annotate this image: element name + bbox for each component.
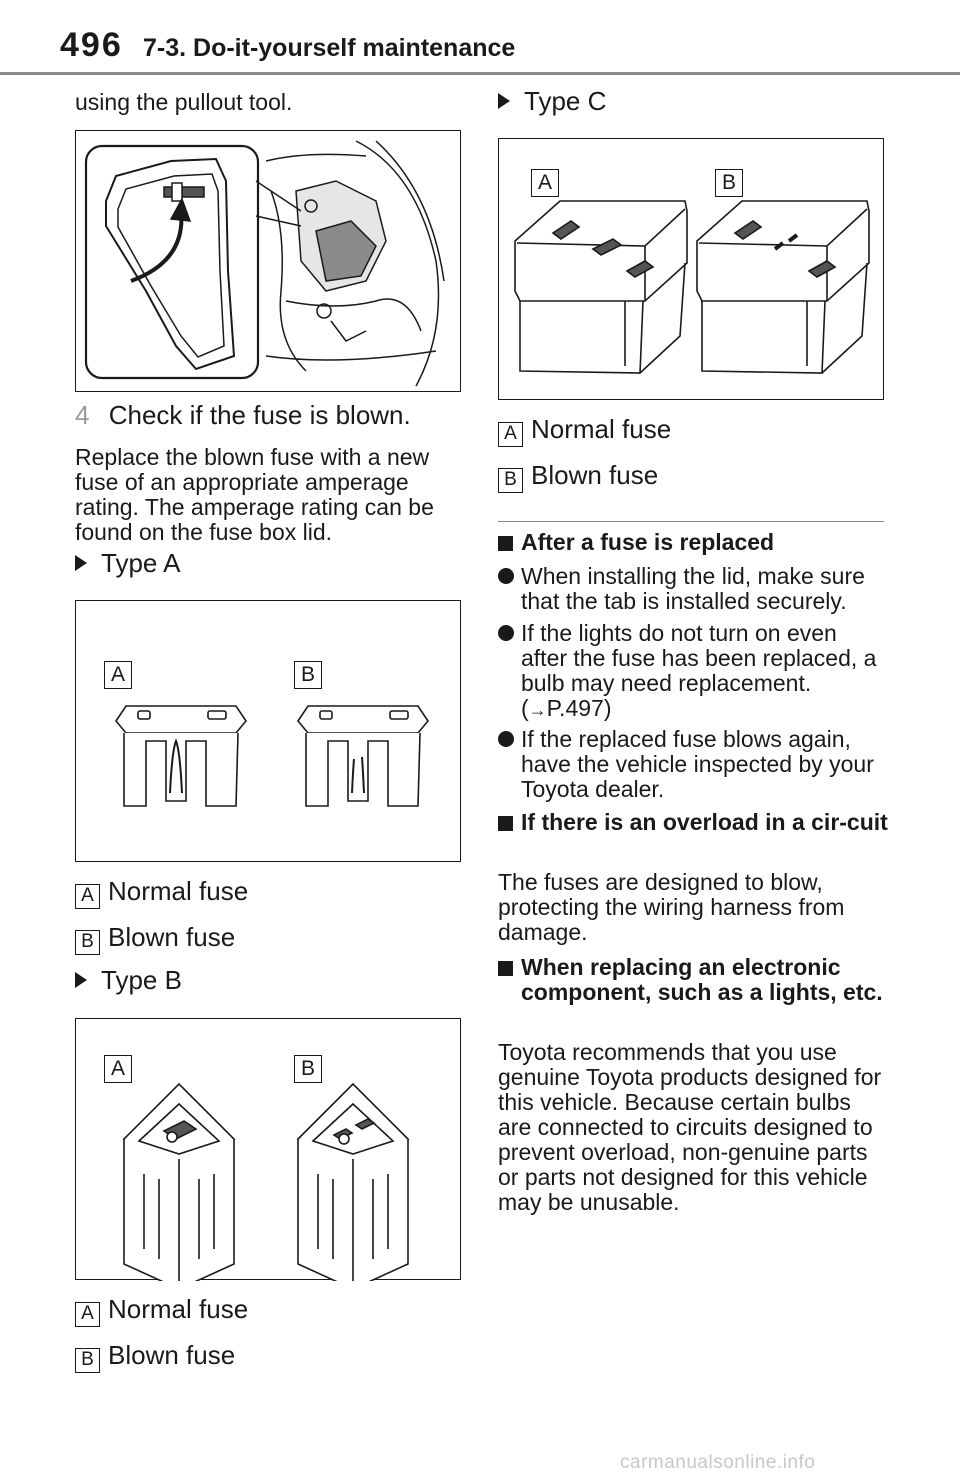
bullet-item: If the lights do not turn on even after … (498, 621, 889, 723)
type-a-fuse-illustration: A B (75, 600, 461, 862)
square-bullet-icon (498, 536, 513, 551)
triangle-bullet-icon (498, 93, 510, 110)
triangle-bullet-icon (75, 972, 87, 989)
type-c-fuse-illustration: A B (498, 138, 884, 400)
triangle-bullet-icon (75, 555, 87, 572)
legend-badge-b: B (498, 468, 523, 493)
section-title: 7-3. Do-it-yourself maintenance (143, 34, 516, 62)
figure-label-a: A (531, 169, 559, 197)
intro-text: using the pullout tool. (75, 89, 293, 115)
step-number: 4 (75, 400, 90, 430)
page-reference-link[interactable]: P.497 (546, 695, 604, 721)
bullet-item: If the replaced fuse blows again, have t… (498, 727, 889, 802)
section-divider (498, 521, 884, 522)
figure-label-b: B (294, 661, 322, 689)
header-divider (0, 72, 960, 75)
bullet-item: When installing the lid, make sure that … (498, 564, 889, 614)
watermark: carmanualsonline.info (620, 1452, 816, 1473)
legend-badge-a: A (498, 422, 523, 447)
legend-badge-b: B (75, 1348, 100, 1373)
type-c-heading: Type C (498, 86, 606, 116)
overload-text: The fuses are designed to blow, protecti… (498, 869, 845, 945)
type-b-fuse-illustration: A B (75, 1018, 461, 1281)
circle-bullet-icon (498, 731, 514, 747)
step-4: 4 Check if the fuse is blown. (75, 400, 411, 430)
step-text: Check if the fuse is blown. (108, 400, 411, 430)
pullout-tool-illustration (75, 130, 461, 392)
replacing-text: Toyota recommends that you use genuine T… (498, 1039, 882, 1215)
legend-badge-a: A (75, 884, 100, 909)
arrow-right-icon: → (528, 700, 547, 720)
circle-bullet-icon (498, 568, 514, 584)
circle-bullet-icon (498, 625, 514, 641)
legend-badge-a: A (75, 1302, 100, 1327)
page-number: 496 (60, 26, 123, 64)
heading-overload: If there is an overload in a cir-cuit (498, 810, 889, 835)
heading-after-fuse-replaced: After a fuse is replaced (498, 530, 774, 555)
legend-badge-b: B (75, 930, 100, 955)
type-b-heading: Type B (75, 965, 182, 995)
square-bullet-icon (498, 816, 513, 831)
type-a-heading: Type A (75, 548, 181, 578)
figure-label-a: A (104, 1055, 132, 1083)
square-bullet-icon (498, 961, 513, 976)
step-description: Replace the blown fuse with a new fuse o… (75, 444, 434, 545)
figure-label-b: B (294, 1055, 322, 1083)
figure-label-b: B (715, 169, 743, 197)
figure-label-a: A (104, 661, 132, 689)
heading-replacing-component: When replacing an electronic component, … (498, 955, 901, 1005)
